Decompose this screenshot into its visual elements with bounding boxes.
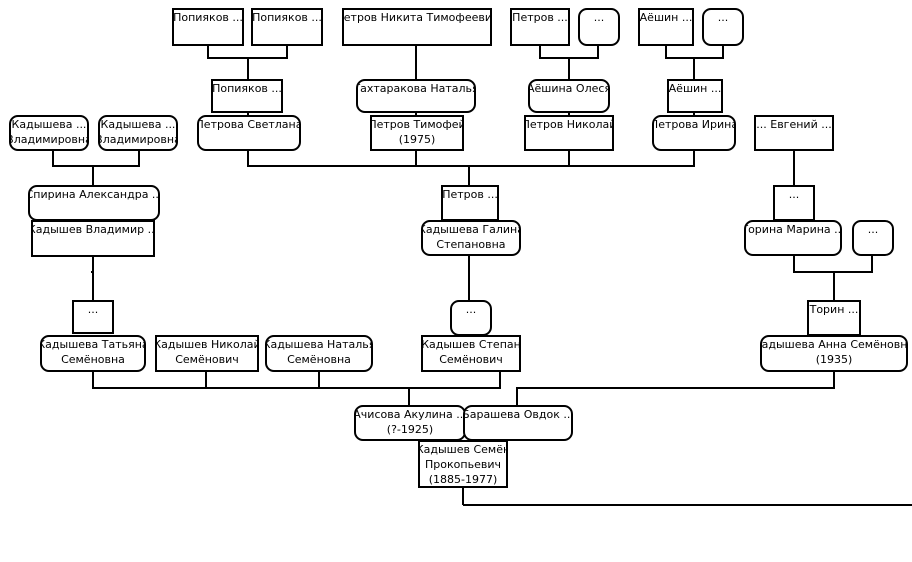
person-node-text: Кадышев Владимир ...: [31, 223, 155, 236]
connector: [516, 370, 835, 405]
person-node-text: ... Евгений ...: [756, 118, 832, 131]
person-node-text: Аёшин ...: [668, 82, 722, 95]
person-node-text: Тахтаракова Наталья: [356, 82, 476, 95]
person-node-text: Ачисова Акулина ...: [354, 408, 466, 421]
person-node[interactable]: ...: [852, 220, 894, 256]
person-node-text: ...: [788, 188, 800, 201]
connector: [665, 45, 724, 59]
person-node[interactable]: Барашева Овдок ...: [463, 405, 573, 441]
person-node-text: (?-1925): [386, 423, 434, 436]
person-node[interactable]: Кадышев Владимир ...: [31, 220, 155, 257]
person-node-text: Петрова Светлана: [197, 118, 301, 131]
person-node-text: Семёновна: [61, 353, 125, 366]
person-node-text: Попияков ...: [173, 11, 243, 24]
person-node-text: Торин ...: [809, 303, 859, 316]
connector: [52, 150, 140, 167]
person-node-text: Кадышев Семён: [418, 443, 508, 456]
person-node-text: Аёшин ...: [639, 11, 693, 24]
person-node-text: Кадышева Татьяна: [40, 338, 146, 351]
connector: [92, 370, 501, 389]
person-node-text: (1885-1977): [428, 473, 498, 486]
person-node-text: Петров Николай: [524, 118, 614, 131]
person-node-text: (1975): [398, 133, 436, 146]
person-node-text: ...: [87, 303, 99, 316]
person-node-text: Кадышева Наталья: [265, 338, 373, 351]
connector: [207, 45, 288, 59]
person-node[interactable]: Аёшин ...: [638, 8, 694, 46]
person-node-text: Аёшина Олеся: [528, 82, 610, 95]
person-node[interactable]: Попияков ...: [211, 79, 283, 113]
person-node-text: ...: [717, 11, 729, 24]
person-node-text: Семёновна: [287, 353, 351, 366]
person-node-text: Владимировна: [9, 133, 89, 146]
person-node[interactable]: ...: [450, 300, 492, 336]
person-node[interactable]: ...: [72, 300, 114, 334]
person-node-text: (1935): [815, 353, 853, 366]
person-node[interactable]: Петрова Ирина: [652, 115, 736, 151]
person-node-text: Попияков ...: [252, 11, 322, 24]
person-node-text: Кадышев Степан: [421, 338, 521, 351]
person-node-text: Петров ...: [512, 11, 568, 24]
person-node[interactable]: Попияков ...: [172, 8, 244, 46]
person-node[interactable]: Попияков ...: [251, 8, 323, 46]
person-node[interactable]: Петрова Светлана: [197, 115, 301, 151]
connector: [247, 150, 695, 167]
person-node[interactable]: Торин ...: [807, 300, 861, 336]
person-node-text: ...: [867, 223, 879, 236]
person-node-text: Попияков ...: [212, 82, 282, 95]
person-node[interactable]: Спирина Александра ...: [28, 185, 160, 221]
person-node-text: Семёнович: [175, 353, 239, 366]
person-node-text: Семёнович: [439, 353, 503, 366]
person-node[interactable]: Торина Марина ...: [744, 220, 842, 256]
person-node-text: Кадышев Николай: [155, 338, 259, 351]
person-node-text: Спирина Александра ...: [28, 188, 160, 201]
person-node[interactable]: ...: [578, 8, 620, 46]
person-node-text: ...: [465, 303, 477, 316]
person-node[interactable]: Кадышева Анна Семёновна (1935): [760, 335, 908, 372]
person-node-text: Кадышева ...: [11, 118, 87, 131]
person-node-text: Барашева Овдок ...: [463, 408, 573, 421]
person-node[interactable]: ... Евгений ...: [754, 115, 834, 151]
person-node-text: Кадышева ...: [100, 118, 176, 131]
person-node[interactable]: ...: [773, 185, 815, 221]
person-node[interactable]: Петров Тимофей (1975): [370, 115, 464, 151]
person-node[interactable]: Тахтаракова Наталья: [356, 79, 476, 113]
person-node[interactable]: Кадышева ... Владимировна: [98, 115, 178, 151]
person-node-text: Петров Никита Тимофеевич: [342, 11, 492, 24]
person-node[interactable]: Петров Никита Тимофеевич: [342, 8, 492, 46]
person-node-text: Кадышева Анна Семёновна: [760, 338, 908, 351]
person-node-text: Прокопьевич: [425, 458, 501, 471]
person-node[interactable]: Кадышева ... Владимировна: [9, 115, 89, 151]
person-node[interactable]: Петров ...: [510, 8, 570, 46]
person-node[interactable]: Ачисова Акулина ... (?-1925): [354, 405, 466, 441]
person-node-text: Петров Тимофей: [370, 118, 464, 131]
person-node-text: Торина Марина ...: [744, 223, 842, 236]
person-node-text: Владимировна: [98, 133, 178, 146]
person-node[interactable]: Петров Николай: [524, 115, 614, 151]
person-node[interactable]: Аёшина Олеся: [528, 79, 610, 113]
person-node-text: Петров ...: [442, 188, 498, 201]
person-node-text: Кадышева Галина: [421, 223, 521, 236]
connector: [539, 45, 599, 59]
connector: [793, 255, 873, 273]
person-node[interactable]: Петров ...: [441, 185, 499, 221]
person-node-text: Петрова Ирина: [652, 118, 736, 131]
person-node[interactable]: Аёшин ...: [667, 79, 723, 113]
person-node-text: Степановна: [436, 238, 506, 251]
person-node[interactable]: ...: [702, 8, 744, 46]
person-node-text: ...: [593, 11, 605, 24]
